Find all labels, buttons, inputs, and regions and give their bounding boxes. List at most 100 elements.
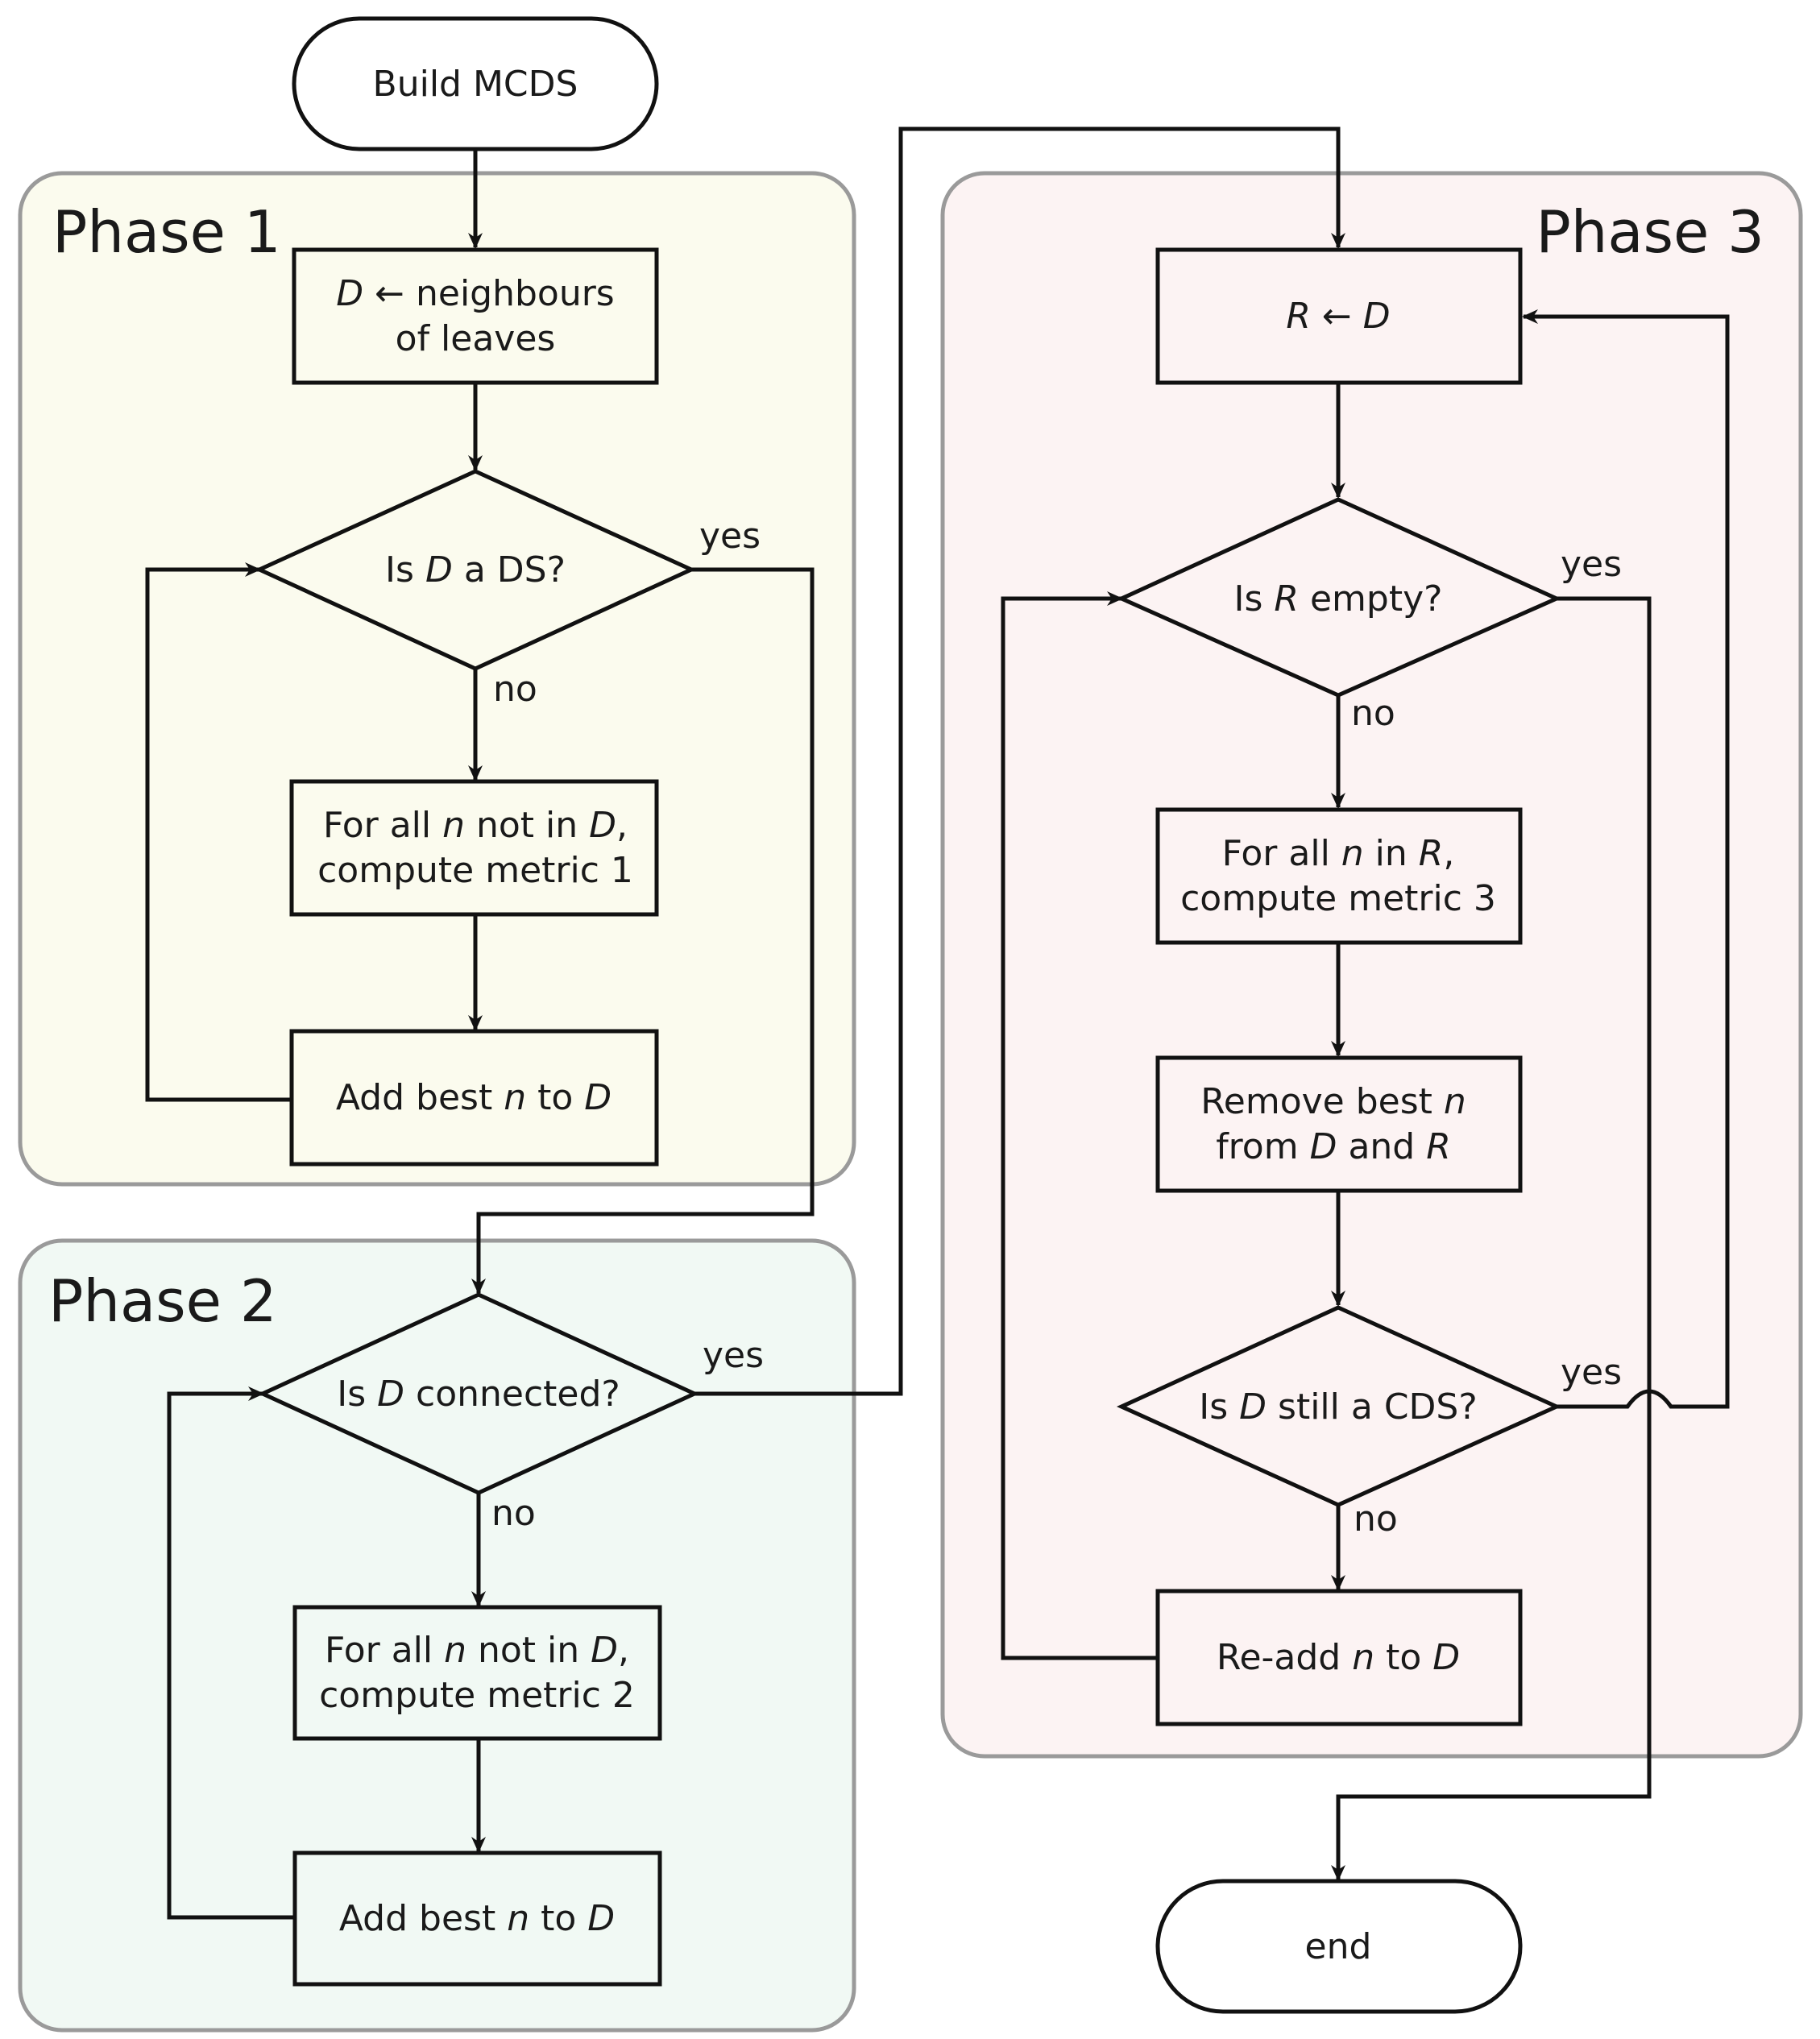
label-text: ← neighbours xyxy=(363,273,615,314)
label-text: , xyxy=(618,1630,629,1671)
label-text: compute metric 1 xyxy=(317,850,633,891)
phase3-readd-box xyxy=(1155,1589,1523,1726)
phase3-init-box xyxy=(1155,247,1523,385)
label-text: ← xyxy=(1311,296,1363,337)
label-line: Is D connected? xyxy=(337,1374,620,1415)
edge-readd-loop-back xyxy=(1001,591,1158,1660)
label-text: still a CDS? xyxy=(1267,1386,1478,1428)
math-variable: D xyxy=(336,273,363,314)
phase2-connected-decision xyxy=(258,1292,699,1495)
phase3-compute-box xyxy=(1155,807,1523,945)
phase1-compute-box xyxy=(289,779,659,917)
phase1-ds-decision-label: Is D a DS? xyxy=(385,549,566,591)
connectors xyxy=(145,126,1730,1920)
math-variable: n xyxy=(1341,833,1364,874)
math-variable: R xyxy=(1419,833,1444,874)
label-text: not in xyxy=(465,805,589,846)
phase2-compute-box xyxy=(292,1605,662,1741)
label-text: to xyxy=(529,1898,587,1939)
label-text: compute metric 2 xyxy=(319,1675,635,1716)
phase-1-panel xyxy=(18,171,856,1187)
phase1-compute-label: For all n not in D,compute metric 1 xyxy=(317,805,633,891)
phase3-readd-label: Re-add n to D xyxy=(1217,1637,1460,1678)
label-line: For all n in R, xyxy=(1222,833,1455,874)
label-text: compute metric 3 xyxy=(1180,878,1496,919)
math-variable: n xyxy=(1444,1081,1466,1122)
phase3-empty-yes-label: yes xyxy=(1561,544,1622,585)
math-variable: D xyxy=(1432,1637,1460,1678)
label-line: For all n not in D, xyxy=(323,805,628,846)
label-line: Is D a DS? xyxy=(385,549,566,591)
phase3-empty-decision-label: Is R empty? xyxy=(1234,578,1443,620)
label-line: compute metric 3 xyxy=(1180,878,1496,919)
math-variable: D xyxy=(584,1077,612,1118)
phase-2-title: Phase 2 xyxy=(48,1267,277,1335)
phase1-yes-label: yes xyxy=(699,516,761,557)
phase3-cds-yes-label: yes xyxy=(1561,1352,1622,1393)
label-line: Is R empty? xyxy=(1234,578,1443,620)
label-text: Add best xyxy=(336,1077,504,1118)
label-text: not in xyxy=(466,1630,591,1671)
phase2-add-label: Add best n to D xyxy=(339,1898,615,1939)
label-text: and xyxy=(1337,1126,1426,1167)
edge-empty-yes-to-end xyxy=(1331,596,1652,1881)
start-terminal xyxy=(292,16,659,151)
phase-3-title: Phase 3 xyxy=(1536,198,1764,266)
label-line: compute metric 2 xyxy=(319,1675,635,1716)
label-text: Re-add xyxy=(1217,1637,1352,1678)
phase-3-panel xyxy=(940,171,1803,1759)
end-terminal xyxy=(1155,1879,1523,2014)
phase2-no-label: no xyxy=(491,1493,536,1534)
edge-ds-yes-to-phase2 xyxy=(471,567,815,1295)
label-line: For all n not in D, xyxy=(325,1630,629,1671)
phase3-empty-decision xyxy=(1116,497,1562,698)
label-text: a DS? xyxy=(453,549,566,591)
phase3-cds-decision-label: Is D still a CDS? xyxy=(1199,1386,1477,1428)
phase1-no-label: no xyxy=(493,669,537,710)
math-variable: R xyxy=(1274,578,1299,620)
phase2-add-box xyxy=(292,1850,662,1987)
label-line: Re-add n to D xyxy=(1217,1637,1460,1678)
label-text: empty? xyxy=(1299,578,1443,620)
phase-2-panel xyxy=(18,1238,856,2033)
phase2-yes-label: yes xyxy=(703,1335,764,1376)
label-line: of leaves xyxy=(396,318,556,359)
math-variable: D xyxy=(1239,1386,1267,1428)
label-text: of leaves xyxy=(396,318,556,359)
phase-1-title: Phase 1 xyxy=(52,198,281,266)
label-line: Remove best n xyxy=(1200,1081,1466,1122)
label-text: , xyxy=(616,805,628,846)
math-variable: n xyxy=(504,1077,526,1118)
phase1-add-box xyxy=(289,1029,659,1167)
end-label: end xyxy=(1305,1926,1372,1967)
label-text: Remove best xyxy=(1200,1081,1444,1122)
math-variable: n xyxy=(444,1630,466,1671)
edge-connected-yes-to-phase3 xyxy=(694,126,1345,1396)
phase2-compute-label: For all n not in D,compute metric 2 xyxy=(319,1630,635,1716)
math-variable: R xyxy=(1286,296,1311,337)
edge-cds-yes-loop-to-init3 xyxy=(1522,309,1730,1409)
label-text: , xyxy=(1443,833,1454,874)
phase1-ds-decision xyxy=(254,469,697,671)
phase1-init-box xyxy=(292,247,659,385)
math-variable: D xyxy=(1310,1126,1337,1167)
label-line: compute metric 1 xyxy=(317,850,633,891)
math-variable: D xyxy=(591,1630,618,1671)
label-text: to xyxy=(526,1077,584,1118)
label-text: Add best xyxy=(339,1898,507,1939)
label-text: Is xyxy=(1234,578,1275,620)
start-label: Build MCDS xyxy=(373,64,578,105)
phase3-init-label: R ← D xyxy=(1286,296,1390,337)
label-text: Is xyxy=(385,549,425,591)
label-line: Is D still a CDS? xyxy=(1199,1386,1477,1428)
edge-add2-loop-back xyxy=(167,1386,295,1920)
label-text: Is xyxy=(337,1374,377,1415)
phase2-connected-decision-label: Is D connected? xyxy=(337,1374,620,1415)
math-variable: n xyxy=(442,805,465,846)
label-text: to xyxy=(1374,1637,1432,1678)
label-text: Is xyxy=(1199,1386,1239,1428)
phase3-cds-decision xyxy=(1116,1305,1562,1507)
